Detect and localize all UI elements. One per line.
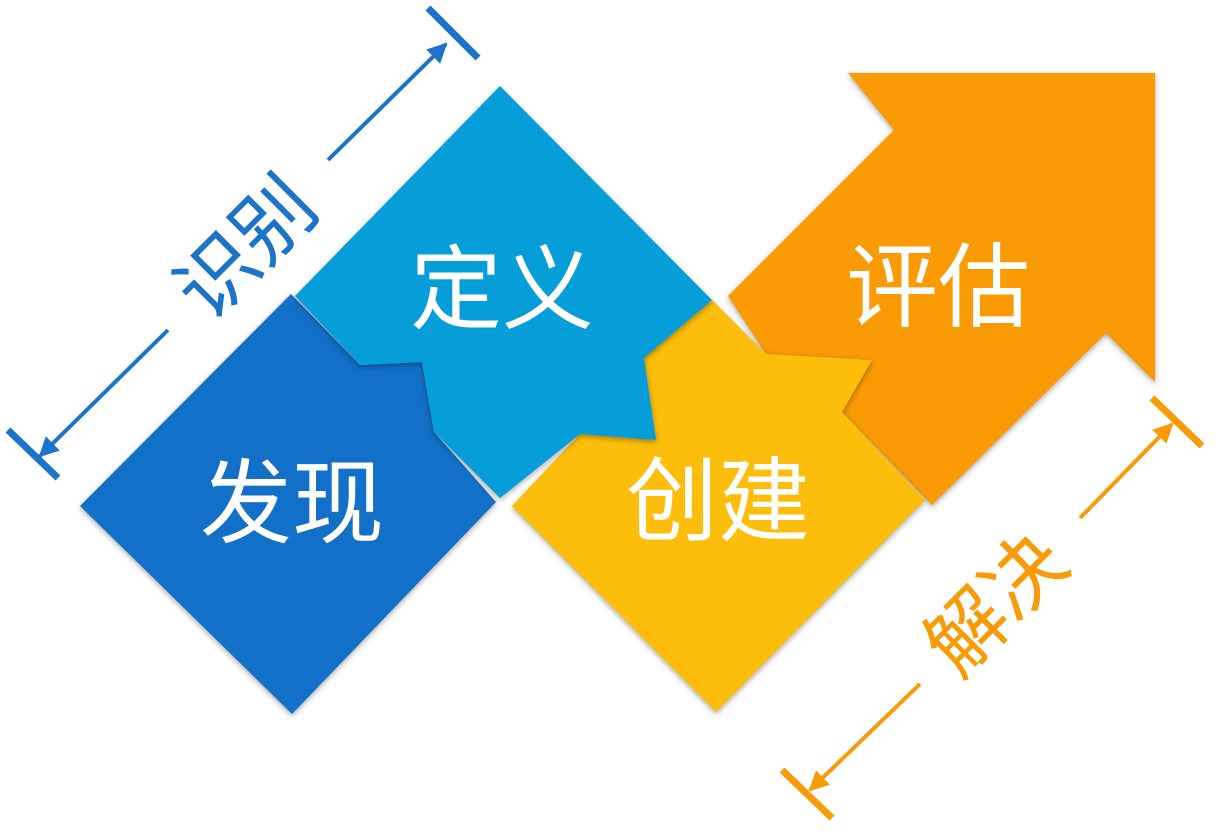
evaluate-arrow-shape — [728, 73, 1155, 505]
solve-arrow-right — [1078, 422, 1174, 520]
discover-diamond-shape — [80, 294, 496, 714]
identify-bracket-start-bar — [5, 427, 61, 481]
define-diamond-shape — [295, 86, 712, 498]
solve-arrow-left — [808, 682, 922, 792]
solve-label: 解决 — [907, 515, 1086, 694]
identify-label: 识别 — [157, 159, 336, 338]
identify-arrow-left — [38, 328, 170, 458]
identify-arrow-right — [326, 42, 448, 162]
define-label: 定义 — [410, 237, 594, 344]
solve-bracket-start-bar — [779, 767, 835, 821]
identify-bracket-end-bar — [425, 5, 481, 61]
create-label: 创建 — [626, 449, 810, 556]
discover-label: 发现 — [200, 451, 384, 558]
solve-bracket-end-bar — [1149, 395, 1205, 449]
evaluate-label: 评估 — [846, 235, 1030, 342]
create-diamond-shape — [512, 300, 925, 712]
